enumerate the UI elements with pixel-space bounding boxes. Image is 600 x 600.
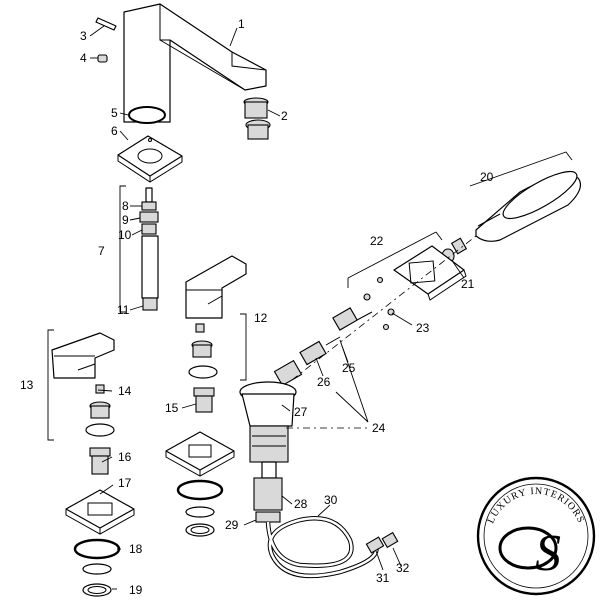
axis-line-shower [291,235,477,381]
callout-11: 11 [117,303,130,317]
o-ring-middle-part [176,479,224,501]
callout-31: 31 [376,571,390,585]
callout-18: 18 [129,542,143,556]
callout-24: 24 [372,421,386,435]
callout-1: 1 [238,17,245,31]
hose-coupling-part [253,461,283,523]
bracket-12 [240,313,247,381]
grub-screw-part [97,54,108,63]
callout-30: 30 [324,493,338,507]
washer-middle-part [185,506,215,537]
screws-part [363,276,395,331]
handle-right-part [185,255,247,413]
logo-monogram: S [535,525,561,582]
bracket-20 [469,151,573,187]
pin-part [95,17,117,31]
bracket-7 [119,185,126,313]
callout-23: 23 [416,321,430,335]
hose-connectors-part [273,307,373,387]
callout-25: 25 [342,361,356,375]
shower-holder-part [393,245,467,301]
callout-3: 3 [80,29,87,43]
callout-19: 19 [129,583,143,597]
callout-2: 2 [281,109,288,123]
base-plate-middle-part [165,431,235,477]
callout-13: 13 [20,378,34,392]
callout-8: 8 [122,199,129,213]
bracket-13 [47,329,54,441]
callout-12: 12 [254,311,268,325]
callout-32: 32 [396,561,410,575]
callout-20: 20 [480,170,494,184]
callout-6: 6 [111,124,118,138]
hand-shower-part [475,170,581,242]
diverter-part [239,381,297,463]
callout-16: 16 [118,450,132,464]
callout-21: 21 [461,277,475,291]
shower-hose-part [265,516,399,579]
callout-17: 17 [118,476,132,490]
callout-5: 5 [111,106,118,120]
callout-22: 22 [370,234,384,248]
callout-14: 14 [118,384,132,398]
callout-4: 4 [80,51,87,65]
valve-column-part [139,187,159,311]
base-plate-left-part [65,489,135,535]
leader-lines [89,25,465,590]
base-plate-part [117,135,183,183]
luxury-interiors-logo: LUXURY INTERIORS S [476,476,596,596]
callout-10: 10 [118,228,132,242]
washer-left-part [82,563,112,597]
callout-29: 29 [225,518,239,532]
handle-left-part [51,332,115,475]
o-ring-left-part [73,538,121,560]
callout-15: 15 [165,401,179,415]
bracket-22 [347,231,443,288]
callout-7: 7 [98,244,105,258]
callout-9: 9 [122,213,129,227]
aerator-part [243,97,271,140]
callout-26: 26 [317,375,331,389]
callout-28: 28 [294,497,308,511]
callout-27: 27 [294,405,308,419]
o-ring-part [128,106,166,124]
